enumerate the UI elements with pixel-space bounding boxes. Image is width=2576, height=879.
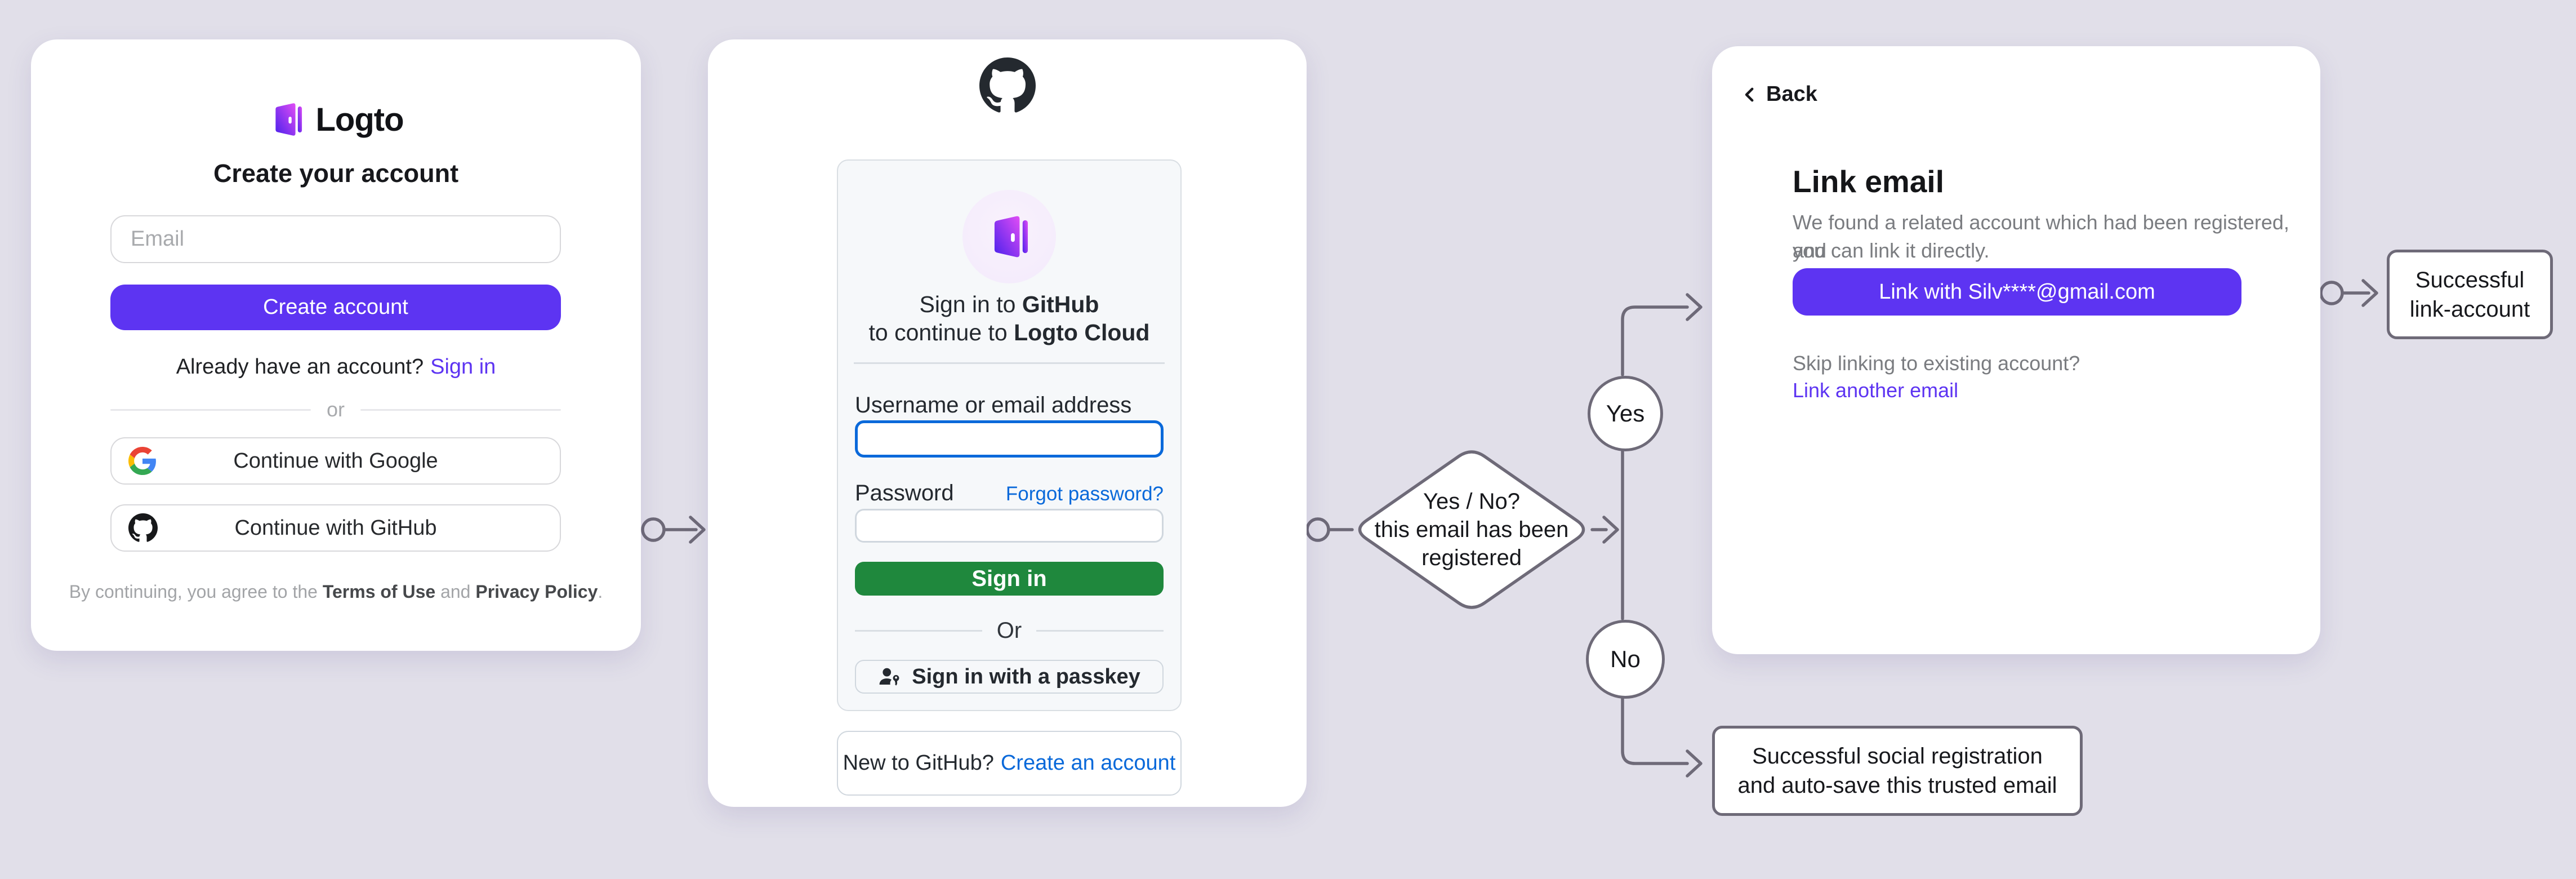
terms-text: By continuing, you agree to the Terms of…	[31, 581, 641, 602]
or-divider: or	[110, 398, 561, 421]
outcome-link-line1: Successful	[2415, 267, 2525, 292]
signin-link[interactable]: Sign in	[430, 355, 496, 379]
divider-line	[110, 409, 311, 411]
password-input[interactable]	[855, 509, 1164, 543]
divider-line	[855, 630, 982, 632]
logto-door-icon	[994, 216, 1028, 258]
github-heading-line2: to continue to Logto Cloud	[838, 319, 1180, 346]
privacy-policy-link[interactable]: Privacy Policy	[475, 581, 598, 602]
decision-diamond-label: Yes / No? this email has been registered	[1359, 487, 1584, 572]
email-input[interactable]	[110, 215, 561, 263]
link-email-card: Back Link email We found a related accou…	[1712, 46, 2320, 654]
github-button-label: Continue with GitHub	[234, 516, 437, 540]
arrowhead-icon	[1686, 749, 1703, 778]
github-footer-box: New to GitHub? Create an account	[837, 731, 1182, 796]
password-label: Password	[855, 481, 954, 505]
link-email-description-line2: you can link it directly.	[1793, 239, 1990, 262]
signup-title: Create your account	[213, 159, 459, 188]
passkey-button-label: Sign in with a passkey	[912, 664, 1140, 689]
heading1-bold: GitHub	[1022, 291, 1099, 317]
signin-prompt-row: Already have an account?Sign in	[31, 355, 641, 379]
yes-branch-node: Yes	[1588, 376, 1663, 451]
heading2-prefix: to continue to	[868, 319, 1014, 345]
forgot-password-link[interactable]: Forgot password?	[1005, 483, 1164, 505]
heading1-prefix: Sign in to	[919, 291, 1022, 317]
username-input[interactable]	[855, 420, 1164, 458]
github-signin-button[interactable]: Sign in	[855, 562, 1164, 596]
outcome-link-line2: link-account	[2409, 296, 2530, 322]
no-branch-node: No	[1586, 620, 1665, 699]
link-with-email-button[interactable]: Link with Silv****@gmail.com	[1793, 268, 2241, 316]
connector-start-circle	[2319, 281, 2344, 305]
back-label: Back	[1766, 82, 1817, 106]
terms-and: and	[435, 581, 476, 602]
github-or-divider: Or	[855, 618, 1164, 643]
successful-link-account-box: Successful link-account	[2387, 250, 2553, 339]
arrowhead-icon	[1602, 516, 1619, 544]
decision-line1: Yes / No?	[1423, 489, 1520, 514]
person-key-icon	[878, 665, 902, 689]
github-octocat-icon	[128, 513, 158, 543]
signin-prompt-text: Already have an account?	[176, 355, 424, 379]
logto-logo: Logto	[31, 100, 641, 139]
or-divider-text: or	[327, 398, 345, 421]
outcome-social-line2: and auto-save this trusted email	[1737, 773, 2057, 798]
connector-start-circle	[1305, 517, 1330, 542]
arrowhead-icon	[689, 516, 706, 544]
terms-prefix: By continuing, you agree to the	[69, 581, 323, 602]
link-another-email-link[interactable]: Link another email	[1793, 379, 1959, 402]
continue-with-google-button[interactable]: Continue with Google	[110, 437, 561, 485]
back-button[interactable]: Back	[1740, 82, 1817, 106]
heading2-bold: Logto Cloud	[1014, 319, 1150, 345]
create-an-account-link[interactable]: Create an account	[1000, 751, 1176, 775]
skip-linking-text: Skip linking to existing account?	[1793, 352, 2080, 375]
logto-wordmark: Logto	[315, 101, 404, 138]
decision-line2: this email has been	[1374, 517, 1569, 542]
decision-line3: registered	[1421, 545, 1522, 570]
divider-line	[1036, 630, 1164, 632]
outcome-social-line1: Successful social registration	[1752, 744, 2043, 769]
google-button-label: Continue with Google	[233, 449, 438, 473]
github-heading-line1: Sign in to GitHub	[838, 291, 1180, 318]
or-divider-text: Or	[996, 618, 1022, 643]
panel-divider	[854, 362, 1165, 364]
logto-door-icon	[268, 100, 306, 139]
arrowhead-icon	[2361, 279, 2378, 307]
terms-suffix: .	[598, 581, 603, 602]
chevron-left-icon	[1740, 85, 1759, 104]
username-label: Username or email address	[855, 393, 1132, 418]
logto-signup-card: Logto Create your account Create account…	[31, 39, 641, 651]
google-g-icon	[128, 447, 157, 475]
github-signin-card: Sign in to GitHub to continue to Logto C…	[708, 39, 1307, 807]
github-octocat-logo	[708, 57, 1307, 114]
divider-line	[360, 409, 561, 411]
successful-social-registration-box: Successful social registration and auto-…	[1712, 726, 2083, 816]
create-account-button[interactable]: Create account	[110, 285, 561, 330]
continue-with-github-button[interactable]: Continue with GitHub	[110, 504, 561, 552]
terms-of-use-link[interactable]: Terms of Use	[322, 581, 436, 602]
arrowhead-icon	[1686, 293, 1703, 321]
link-email-description-line1: We found a related account which had bee…	[1793, 211, 2289, 262]
connector-start-circle	[641, 517, 666, 542]
github-signin-panel: Sign in to GitHub to continue to Logto C…	[837, 159, 1182, 711]
footer-prompt: New to GitHub?	[843, 751, 994, 775]
passkey-signin-button[interactable]: Sign in with a passkey	[855, 660, 1164, 694]
logto-app-avatar	[962, 190, 1056, 283]
link-email-title: Link email	[1793, 164, 1944, 199]
